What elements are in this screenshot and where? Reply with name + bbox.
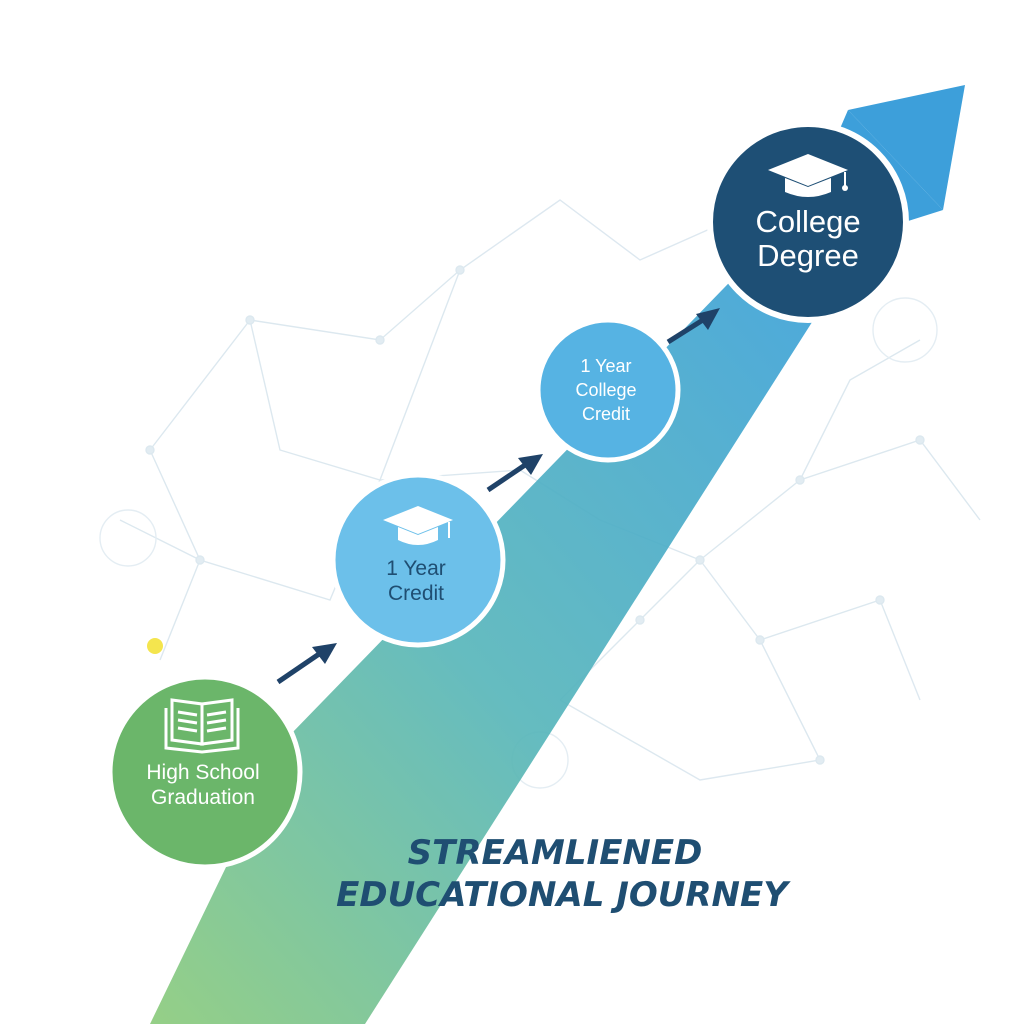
- step-1-year-credit: 1 Year Credit: [330, 472, 506, 648]
- step-1-label-line1: High School: [146, 761, 259, 784]
- highlight-dot: [147, 638, 163, 654]
- title-line-1: STREAMLIENED: [408, 833, 703, 873]
- background-network: [99, 199, 981, 789]
- step-3-label-line2: College: [575, 380, 636, 400]
- step-high-school-graduation: High School Graduation: [107, 674, 303, 870]
- step-connectors: [276, 308, 720, 685]
- arrow-head: [848, 85, 965, 210]
- diagram-title: STREAMLIENED EDUCATIONAL JOURNEY: [336, 833, 791, 915]
- step-1-label-line2: Graduation: [151, 786, 255, 809]
- title-line-2: EDUCATIONAL JOURNEY: [336, 875, 791, 915]
- step-4-label-line1: College: [755, 204, 860, 239]
- step-2-label-line2: Credit: [388, 582, 444, 605]
- step-1-year-college-credit: 1 Year College Credit: [535, 317, 681, 463]
- graduation-cap-icon: [768, 154, 848, 197]
- step-3-label-line3: Credit: [582, 404, 630, 424]
- step-college-degree: College Degree: [707, 121, 909, 323]
- open-book-icon: [164, 698, 240, 754]
- step-3-label-line1: 1 Year: [580, 356, 631, 376]
- step-2-label-line1: 1 Year: [386, 557, 446, 580]
- step-4-label-line2: Degree: [757, 238, 859, 273]
- graduation-cap-icon: [383, 506, 453, 545]
- arrow-body: [150, 220, 858, 1024]
